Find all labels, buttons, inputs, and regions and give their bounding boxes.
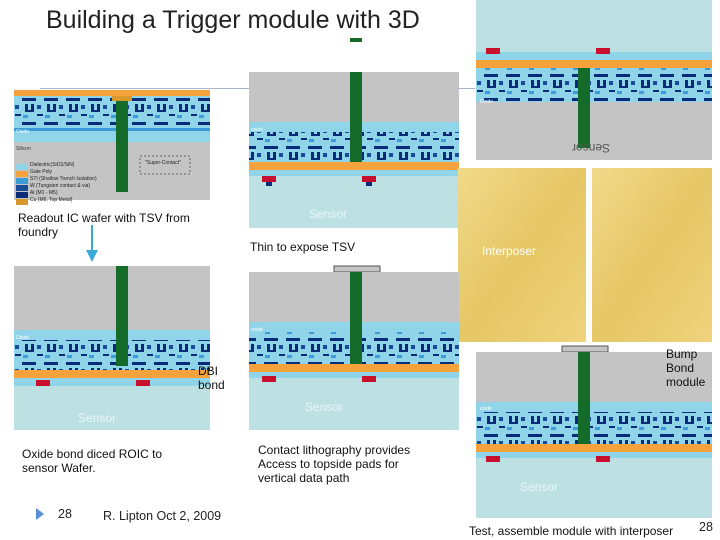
page-number-right: 28 (699, 520, 713, 534)
dbi-bond-label: DBI bond (198, 364, 225, 392)
oxide-tag: oxide (251, 327, 263, 333)
oxide-tag: oxide (480, 406, 492, 412)
oxide-tag: Oxide (16, 129, 30, 135)
page-number-left: 28 (58, 507, 72, 521)
thin-label: Thin to expose TSV (250, 240, 356, 254)
silicon-tag: Silicon (16, 146, 31, 152)
sensor-label: Sensor (78, 411, 117, 425)
bump-bond-label: Bump Bond module (666, 347, 706, 389)
interposer-panel (458, 168, 712, 342)
thin-expose-tsv-cross-section (249, 38, 459, 228)
page-title: Building a Trigger module with 3D (46, 6, 420, 34)
sensor-label: Sensor (309, 207, 348, 221)
oxide-bond-label: Oxide bond diced ROIC to sensor Wafer. (22, 447, 163, 475)
oxide-tag: Oxide (480, 99, 494, 105)
bump-bond-module-cross-section (476, 345, 712, 518)
oxide-bond-cross-section (14, 266, 210, 430)
readout-ic-cross-section (14, 90, 210, 205)
legend-item: W (Tungsten contact & via) (30, 183, 91, 189)
oxide-tag: oxide (251, 127, 263, 133)
sensor-label: Sensor (305, 400, 344, 414)
legend-item: STI (Shallow Trench Isolation) (30, 176, 97, 182)
layer-legend: Dielectric(SiO2/SiN) Gate Poly STI (Shal… (30, 162, 97, 204)
flipped-sensor-stack (476, 0, 712, 160)
oxide-tag: Oxide (16, 335, 30, 341)
contact-lithography-label: Contact lithography provides Access to t… (258, 443, 411, 485)
super-contact-label: "Super-Contact" (145, 160, 181, 166)
interposer-label: Interposer (482, 244, 537, 258)
contact-lithography-cross-section (249, 265, 459, 430)
bullet-arrow-icon (36, 508, 44, 520)
legend-item: Cu (M6, Top Metal) (30, 197, 73, 203)
sensor-label: Sensor (520, 480, 559, 494)
author-date: R. Lipton Oct 2, 2009 (103, 509, 222, 523)
test-assemble-label: Test, assemble module with interposer (469, 524, 674, 538)
legend-item: Gate Poly (30, 169, 52, 175)
readout-ic-label: Readout IC wafer with TSV from foundry (18, 211, 190, 239)
legend-item: Al (M1 - M5) (30, 190, 58, 196)
sensor-label-flipped: Sensor (572, 141, 611, 155)
legend-item: Dielectric(SiO2/SiN) (30, 162, 75, 168)
